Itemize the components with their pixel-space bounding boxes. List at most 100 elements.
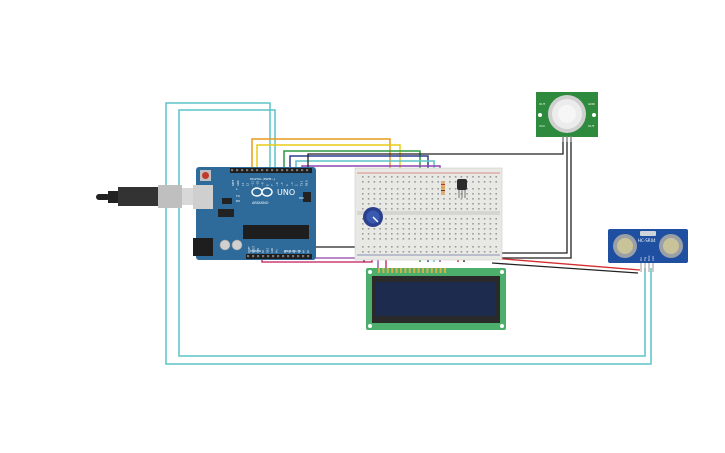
breadboard-hole[interactable] — [472, 228, 474, 230]
breadboard-hole[interactable] — [454, 238, 457, 240]
breadboard-hole[interactable] — [425, 228, 428, 230]
breadboard-hole[interactable] — [478, 251, 480, 253]
breadboard-hole[interactable] — [437, 228, 439, 230]
breadboard-hole[interactable] — [367, 181, 370, 183]
breadboard-hole[interactable] — [373, 176, 376, 178]
breadboard-hole[interactable] — [402, 193, 405, 195]
breadboard[interactable] — [354, 167, 503, 261]
breadboard-hole[interactable] — [472, 251, 474, 253]
breadboard-hole[interactable] — [379, 251, 381, 253]
lcd-pin[interactable] — [413, 268, 416, 273]
arduino-uno-board[interactable]: UNO ARDUINO DIGITAL (PWM~) POWER ANALOG … — [193, 167, 316, 260]
breadboard-hole[interactable] — [431, 223, 434, 225]
breadboard-hole[interactable] — [379, 176, 381, 178]
breadboard-hole[interactable] — [396, 181, 399, 183]
header-pin[interactable] — [257, 255, 260, 258]
header-pin[interactable] — [236, 169, 239, 172]
breadboard-hole[interactable] — [489, 203, 492, 205]
lcd-pin[interactable] — [395, 268, 398, 273]
breadboard-hole[interactable] — [437, 188, 439, 190]
breadboard-hole[interactable] — [443, 223, 445, 225]
breadboard-hole[interactable] — [489, 193, 492, 195]
header-pin[interactable] — [247, 255, 250, 258]
header-pin[interactable] — [306, 169, 309, 172]
header-pin[interactable] — [281, 169, 284, 172]
breadboard-hole[interactable] — [443, 176, 445, 178]
lcd-pin[interactable] — [422, 268, 424, 273]
breadboard-hole[interactable] — [466, 198, 468, 200]
breadboard-hole[interactable] — [495, 181, 497, 183]
breadboard-hole[interactable] — [437, 233, 439, 235]
breadboard-hole[interactable] — [391, 238, 393, 240]
header-pin[interactable] — [272, 255, 275, 258]
breadboard-hole[interactable] — [414, 181, 416, 183]
breadboard-hole[interactable] — [396, 208, 399, 210]
breadboard-hole[interactable] — [466, 251, 468, 253]
breadboard-hole[interactable] — [379, 238, 381, 240]
breadboard-hole[interactable] — [454, 188, 457, 190]
breadboard-hole[interactable] — [362, 251, 364, 253]
breadboard-hole[interactable] — [460, 233, 463, 235]
potentiometer[interactable] — [363, 207, 383, 227]
lcd-pin[interactable] — [378, 268, 380, 273]
breadboard-hole[interactable] — [408, 238, 410, 240]
breadboard-hole[interactable] — [367, 203, 370, 205]
breadboard-hole[interactable] — [437, 251, 439, 253]
breadboard-hole[interactable] — [449, 233, 451, 235]
breadboard-hole[interactable] — [373, 198, 376, 200]
breadboard-hole[interactable] — [379, 233, 381, 235]
lcd-pin[interactable] — [444, 268, 446, 273]
breadboard-hole[interactable] — [449, 198, 451, 200]
breadboard-hole[interactable] — [431, 193, 434, 195]
breadboard-hole[interactable] — [466, 181, 468, 183]
breadboard-hole[interactable] — [460, 203, 463, 205]
breadboard-hole[interactable] — [489, 218, 492, 220]
breadboard-hole[interactable] — [460, 198, 463, 200]
breadboard-hole[interactable] — [483, 218, 486, 220]
breadboard-hole[interactable] — [472, 246, 474, 248]
breadboard-hole[interactable] — [385, 246, 387, 248]
lcd-pin[interactable] — [400, 268, 402, 273]
breadboard-hole[interactable] — [431, 181, 434, 183]
header-pin[interactable] — [282, 255, 285, 258]
breadboard-hole[interactable] — [431, 176, 434, 178]
breadboard-hole[interactable] — [460, 208, 463, 210]
breadboard-hole[interactable] — [396, 233, 399, 235]
breadboard-hole[interactable] — [466, 176, 468, 178]
breadboard-hole[interactable] — [472, 176, 474, 178]
breadboard-hole[interactable] — [478, 218, 480, 220]
breadboard-hole[interactable] — [478, 176, 480, 178]
breadboard-hole[interactable] — [414, 198, 416, 200]
breadboard-hole[interactable] — [478, 181, 480, 183]
breadboard-hole[interactable] — [478, 228, 480, 230]
breadboard-hole[interactable] — [385, 176, 387, 178]
lcd-pin[interactable] — [435, 268, 438, 273]
breadboard-hole[interactable] — [362, 233, 364, 235]
breadboard-hole[interactable] — [431, 208, 434, 210]
breadboard-hole[interactable] — [420, 228, 422, 230]
breadboard-hole[interactable] — [472, 198, 474, 200]
breadboard-hole[interactable] — [414, 176, 416, 178]
breadboard-hole[interactable] — [425, 176, 428, 178]
breadboard-hole[interactable] — [408, 188, 410, 190]
header-pin[interactable] — [277, 255, 280, 258]
breadboard-hole[interactable] — [431, 218, 434, 220]
breadboard-hole[interactable] — [437, 246, 439, 248]
header-pin[interactable] — [251, 169, 254, 172]
breadboard-hole[interactable] — [466, 223, 468, 225]
breadboard-hole[interactable] — [443, 228, 445, 230]
breadboard-hole[interactable] — [373, 203, 376, 205]
breadboard-hole[interactable] — [425, 233, 428, 235]
breadboard-hole[interactable] — [408, 223, 410, 225]
breadboard-hole[interactable] — [431, 198, 434, 200]
header-pin[interactable] — [302, 255, 305, 258]
breadboard-hole[interactable] — [396, 203, 399, 205]
breadboard-hole[interactable] — [454, 208, 457, 210]
breadboard-hole[interactable] — [396, 246, 399, 248]
breadboard-hole[interactable] — [379, 246, 381, 248]
breadboard-hole[interactable] — [414, 188, 416, 190]
breadboard-hole[interactable] — [408, 218, 410, 220]
breadboard-hole[interactable] — [420, 251, 422, 253]
breadboard-hole[interactable] — [489, 208, 492, 210]
breadboard-hole[interactable] — [420, 176, 422, 178]
